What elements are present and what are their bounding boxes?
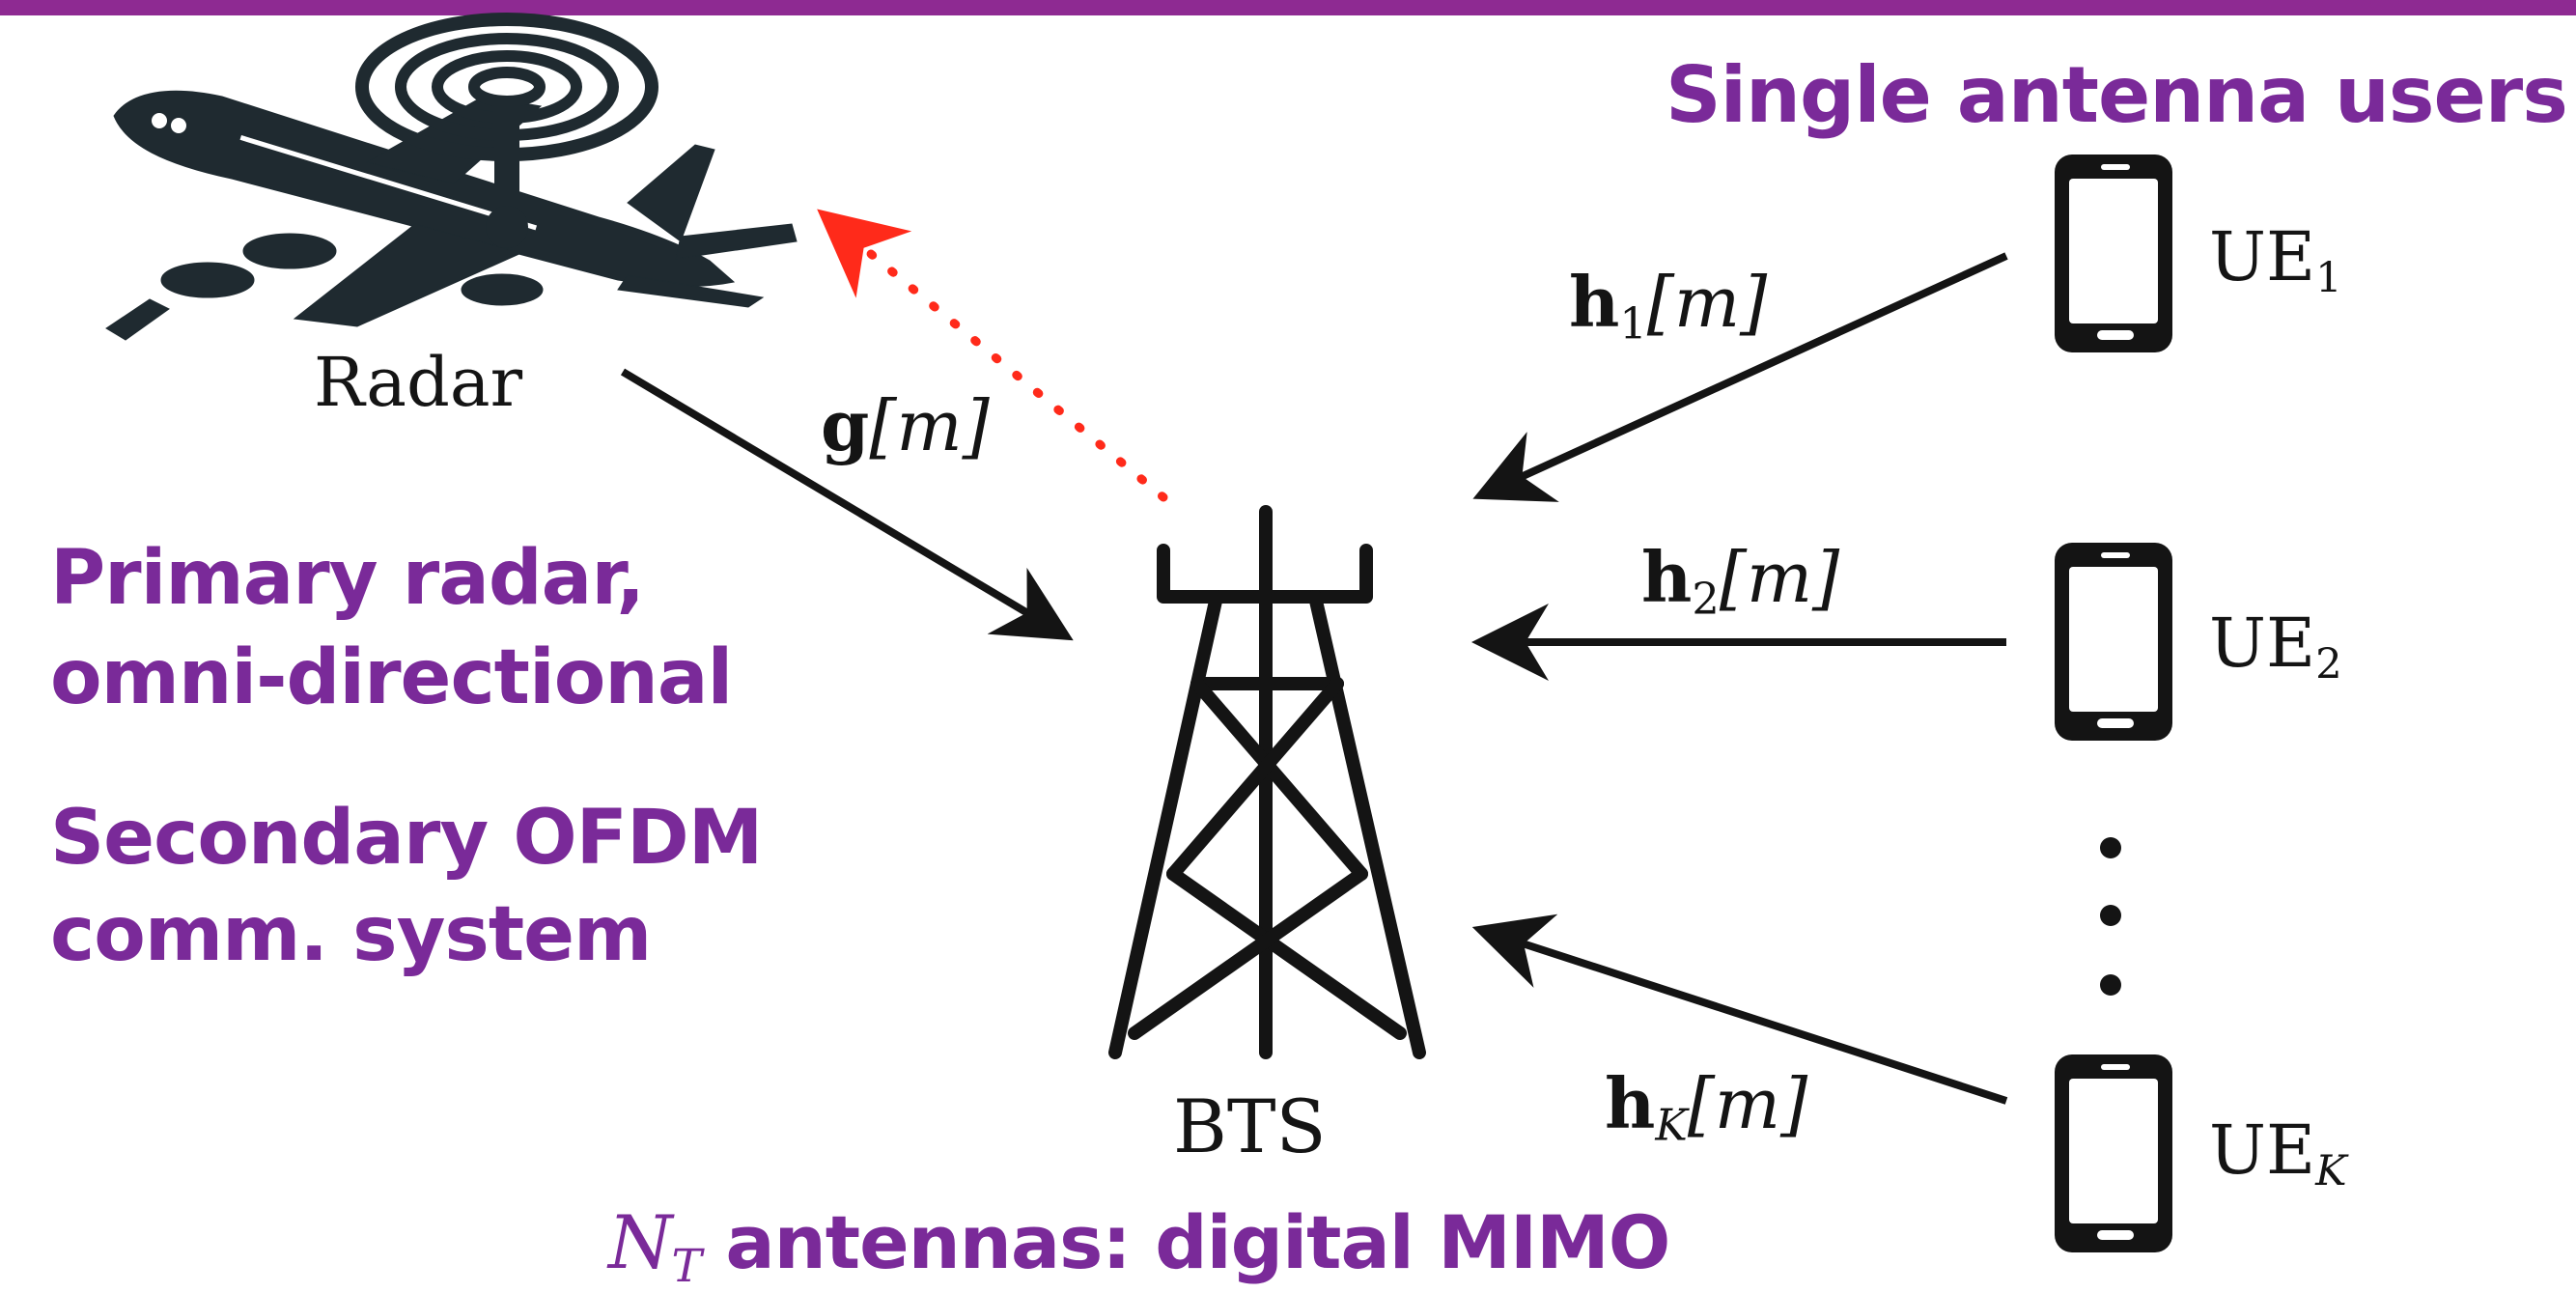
phone-icon-ue1: [2055, 155, 2172, 352]
arrow-h1: [1472, 252, 2008, 502]
secondary-line-2: comm. system: [50, 891, 652, 978]
uek-label: UEK: [2209, 1110, 2347, 1196]
channel-hk-label: hK[m]: [1605, 1062, 1808, 1151]
arrow-g: [620, 368, 1074, 641]
phone-icon-ue2: [2055, 543, 2172, 741]
phone-icon-uek: [2055, 1054, 2172, 1252]
primary-line-2: omni-directional: [50, 634, 733, 721]
secondary-system-label: Secondary OFDM comm. system: [50, 790, 763, 983]
bottom-caption-text: antennas: digital MIMO: [700, 1199, 1670, 1285]
ue2-label: UE2: [2209, 604, 2342, 689]
users-title: Single antenna users: [1666, 50, 2568, 140]
bts-label: BTS: [1173, 1083, 1327, 1169]
secondary-line-1: Secondary OFDM: [50, 795, 763, 882]
airplane-icon: [105, 90, 798, 341]
primary-radar-label: Primary radar, omni-directional: [50, 529, 733, 728]
bts-antennas-caption: NT antennas: digital MIMO: [608, 1199, 1670, 1293]
channel-h2-label: h2[m]: [1641, 536, 1840, 625]
nt-symbol: NT: [608, 1199, 702, 1293]
header-bar: [0, 0, 2576, 15]
primary-line-1: Primary radar,: [50, 535, 645, 622]
radar-label: Radar: [314, 343, 523, 422]
channel-h1-label: h1[m]: [1569, 261, 1768, 350]
radar-dish-icon: [355, 13, 658, 248]
arrow-interference: [817, 209, 1168, 502]
ue1-label: UE1: [2209, 217, 2342, 303]
arrow-hk: [1471, 914, 2008, 1105]
ellipsis-dots: [2100, 837, 2121, 996]
airplane-windows: [152, 113, 538, 231]
tower-icon: [1108, 505, 1426, 1059]
channel-g-label: g[m]: [821, 384, 990, 466]
